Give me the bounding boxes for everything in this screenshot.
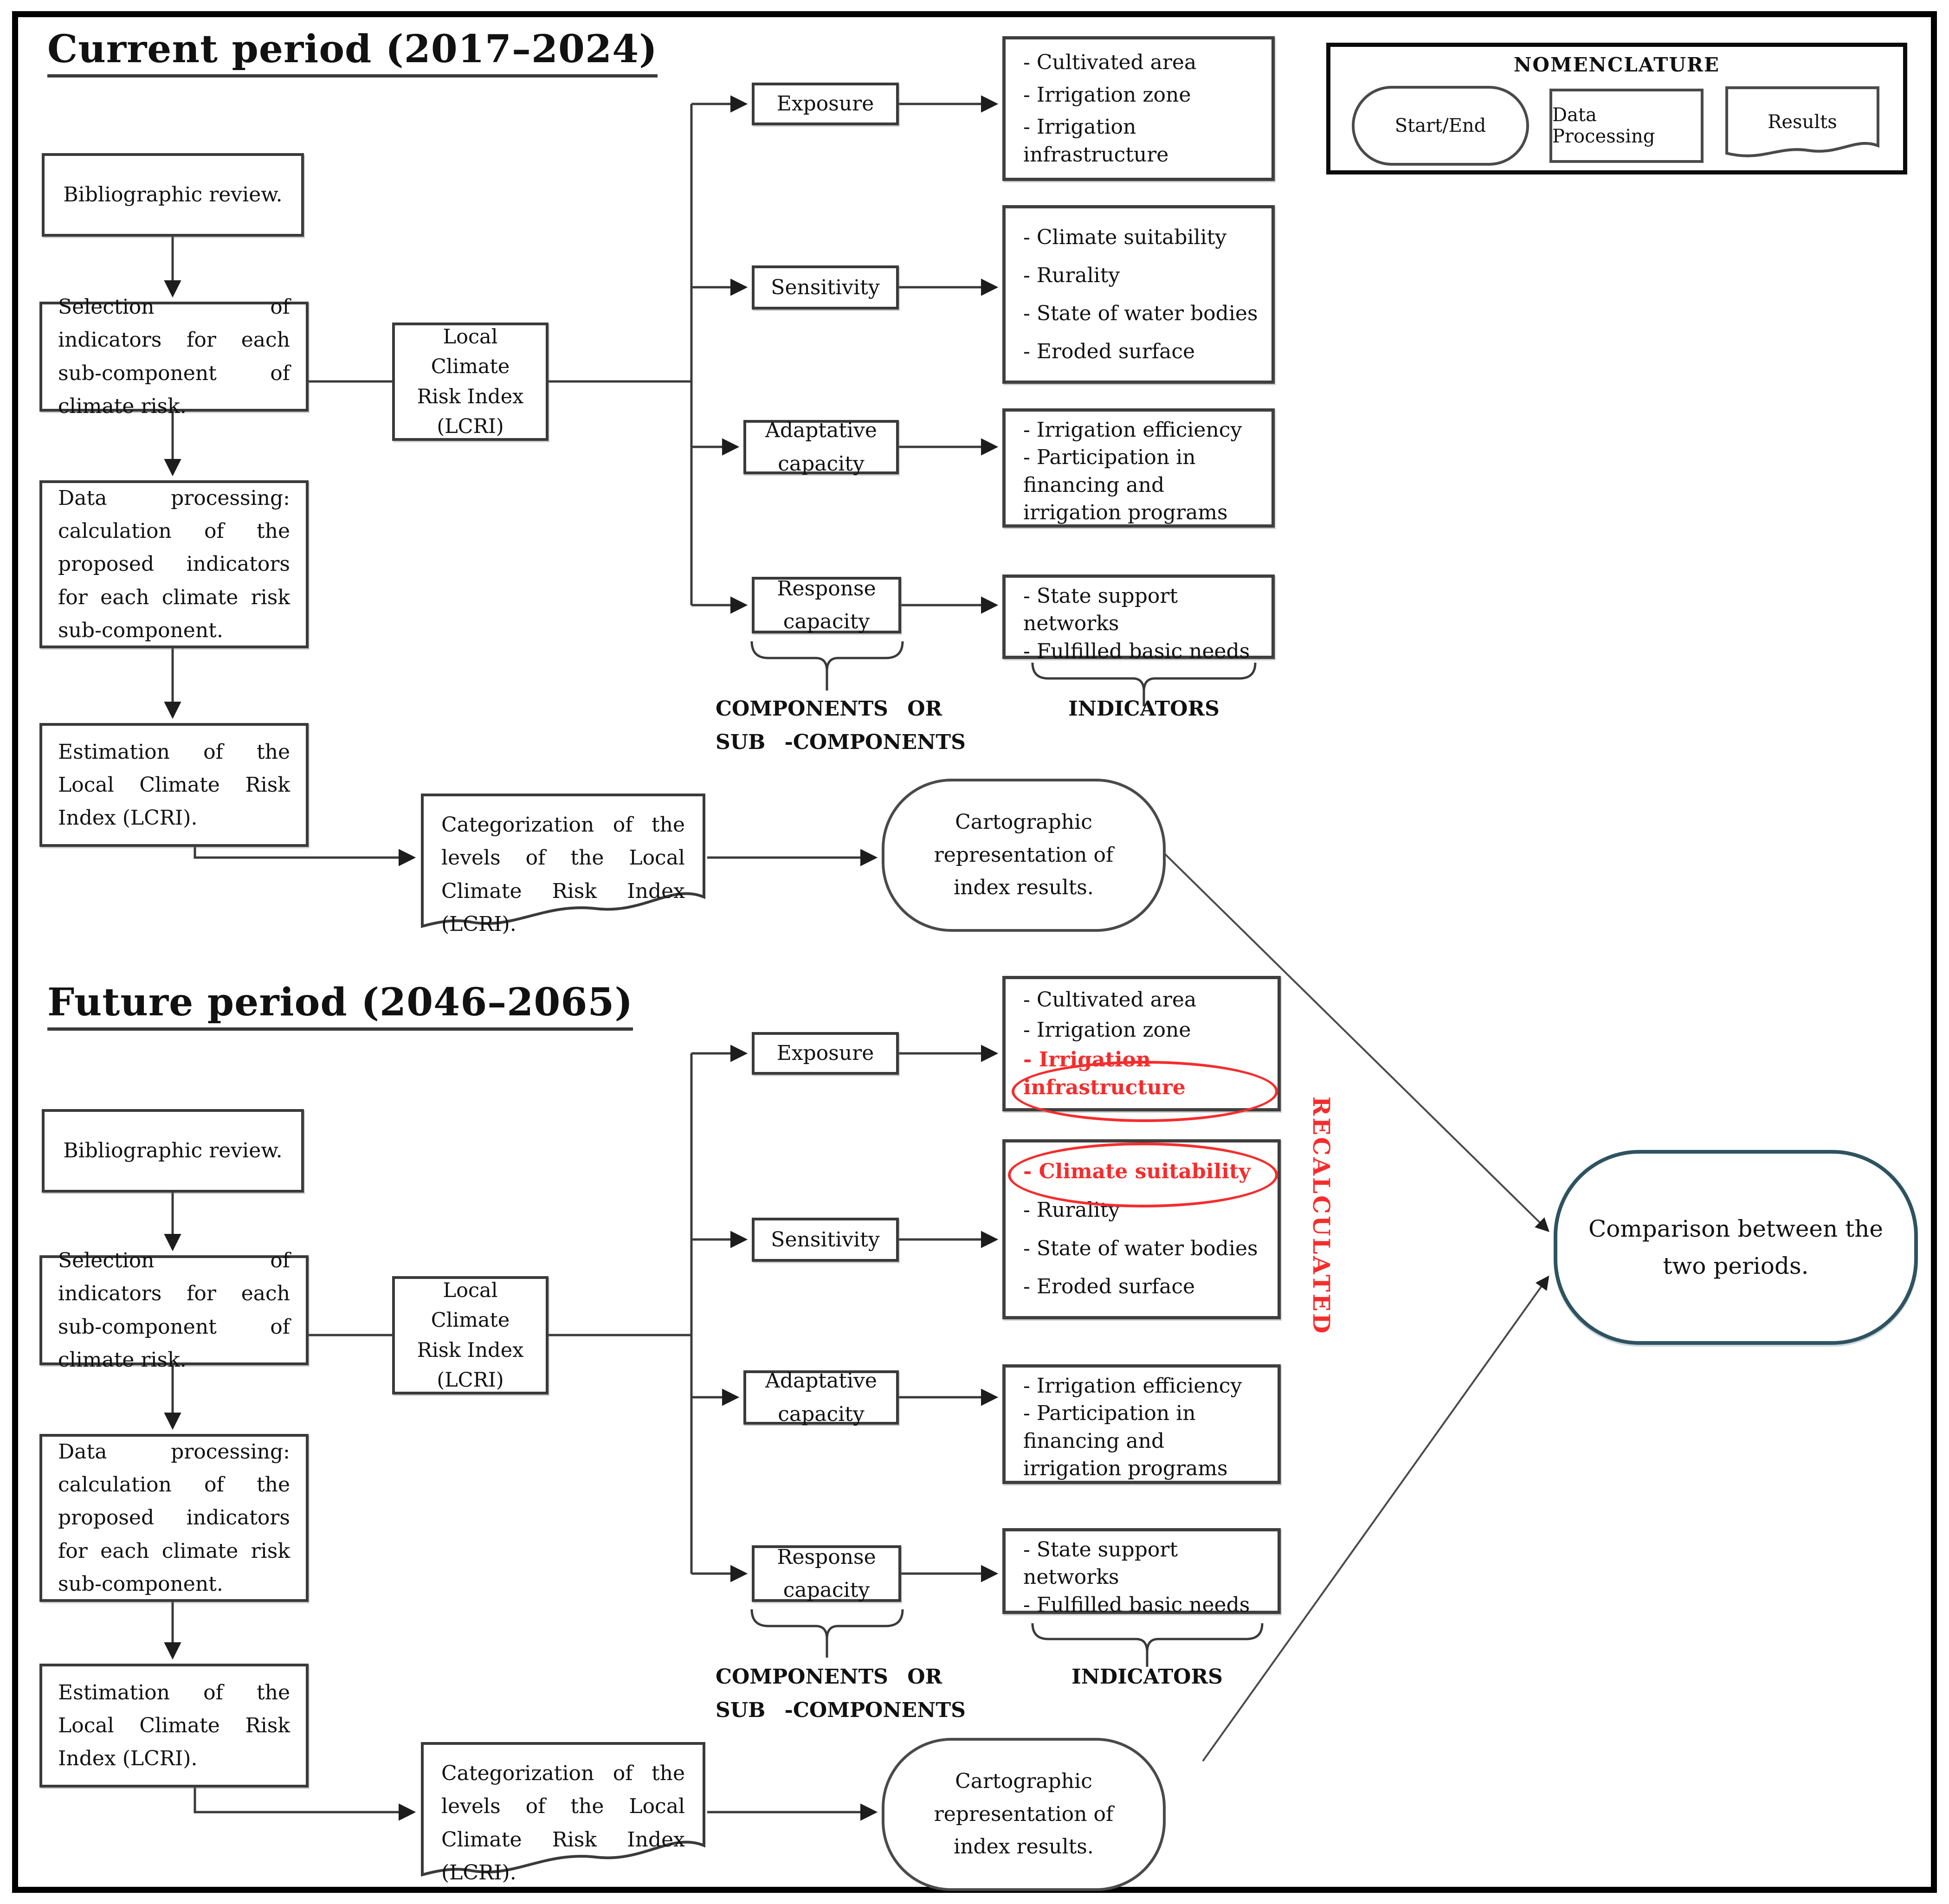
- recalculated-ellipse-climate-suitability: [1008, 1142, 1278, 1207]
- nomenclature-panel: NOMENCLATURE Start/End Data Processing R…: [1326, 43, 1907, 174]
- indicator-item: - Eroded surface: [1023, 1275, 1195, 1299]
- indicator-item: - Cultivated area: [1023, 51, 1197, 75]
- indicator-item: - State of water bodies: [1023, 301, 1258, 325]
- current-estimation-box: Estimation of the Local Climate Risk Ind…: [39, 723, 309, 847]
- current-cartographic-box: Cartographic representation of index res…: [882, 779, 1166, 932]
- indicator-item: - Rurality: [1023, 263, 1120, 287]
- legend-data-processing-shape: Data Processing: [1549, 89, 1704, 163]
- current-adaptative-box: Adaptative capacity: [743, 419, 899, 476]
- indicator-item: - Irrigation zone: [1023, 83, 1191, 107]
- future-adaptative-indicators: - Irrigation efficiency - Participation …: [1002, 1364, 1281, 1484]
- future-bibliographic-box: Bibliographic review.: [42, 1109, 304, 1193]
- indicator-item: - State support networks: [1023, 1538, 1178, 1589]
- future-exposure-box: Exposure: [752, 1032, 899, 1075]
- current-bibliographic-box: Bibliographic review.: [42, 153, 304, 237]
- current-components-label-line1: COMPONENTS OR: [716, 697, 942, 721]
- indicator-item: - Cultivated area: [1023, 988, 1197, 1012]
- indicator-item: - State support networks: [1023, 584, 1178, 636]
- current-lcri-box: Local Climate Risk Index (LCRI): [392, 323, 549, 441]
- indicator-item: - Irrigation efficiency: [1023, 1374, 1242, 1398]
- future-lcri-box: Local Climate Risk Index (LCRI): [392, 1276, 549, 1394]
- current-sensitivity-indicators: - Climate suitability - Rurality - State…: [1002, 205, 1275, 384]
- recalculated-ellipse-irrigation-infrastructure: [1012, 1061, 1278, 1122]
- future-components-label-line2: SUB -COMPONENTS: [716, 1698, 966, 1722]
- legend-start-end-shape: Start/End: [1352, 86, 1529, 166]
- future-cartographic-box: Cartographic representation of index res…: [882, 1738, 1166, 1891]
- indicator-item: - Fulfilled basic needs: [1023, 639, 1250, 663]
- indicator-item: - Participation in financing and irrigat…: [1023, 1401, 1228, 1481]
- future-response-box: Response capacity: [752, 1545, 901, 1602]
- indicator-item: - Irrigation infrastructure: [1023, 115, 1169, 167]
- nomenclature-title: NOMENCLATURE: [1514, 53, 1720, 76]
- indicator-item: - Eroded surface: [1023, 339, 1195, 363]
- current-response-indicators: - State support networks - Fulfilled bas…: [1002, 574, 1275, 663]
- current-components-label-line2: SUB -COMPONENTS: [716, 730, 966, 754]
- future-data-processing-box: Data processing: calculation of the prop…: [39, 1434, 309, 1602]
- future-response-indicators: - State support networks - Fulfilled bas…: [1002, 1528, 1281, 1617]
- current-categorization-doc: Categorization of the levels of the Loca…: [420, 793, 706, 936]
- current-categorization-text: Categorization of the levels of the Loca…: [441, 813, 685, 936]
- current-period-title: Current period (2017–2024): [47, 27, 658, 77]
- current-indicators-label: INDICATORS: [1068, 697, 1220, 721]
- current-sensitivity-box: Sensitivity: [752, 265, 899, 310]
- current-adaptative-indicators: - Irrigation efficiency - Participation …: [1002, 408, 1275, 528]
- current-selection-box: Selection of indicators for each sub-com…: [39, 295, 309, 418]
- outer-frame: [12, 11, 1937, 1893]
- indicator-item: - Fulfilled basic needs: [1023, 1593, 1250, 1617]
- future-components-label-line1: COMPONENTS OR: [716, 1665, 942, 1689]
- future-adaptative-box: Adaptative capacity: [743, 1369, 899, 1426]
- future-indicators-label: INDICATORS: [1071, 1665, 1223, 1689]
- indicator-item: - Irrigation efficiency: [1023, 418, 1242, 442]
- indicator-item: - Climate suitability: [1023, 225, 1227, 249]
- current-exposure-indicators: - Cultivated area - Irrigation zone - Ir…: [1002, 36, 1275, 181]
- legend-results-label: Results: [1768, 111, 1837, 133]
- indicator-item: - State of water bodies: [1023, 1236, 1258, 1260]
- future-selection-box: Selection of indicators for each sub-com…: [39, 1249, 309, 1372]
- current-response-box: Response capacity: [752, 577, 901, 633]
- legend-results-shape: Results: [1725, 86, 1880, 168]
- future-period-title: Future period (2046–2065): [47, 980, 633, 1031]
- future-estimation-box: Estimation of the Local Climate Risk Ind…: [39, 1664, 309, 1788]
- indicator-item: - Irrigation zone: [1023, 1018, 1191, 1042]
- indicator-item: - Participation in financing and irrigat…: [1023, 445, 1228, 525]
- current-data-processing-box: Data processing: calculation of the prop…: [39, 480, 309, 648]
- future-categorization-text: Categorization of the levels of the Loca…: [441, 1762, 685, 1885]
- future-sensitivity-box: Sensitivity: [752, 1218, 899, 1262]
- recalculated-label: RECALCULATED: [1308, 1096, 1336, 1336]
- future-categorization-doc: Categorization of the levels of the Loca…: [420, 1741, 706, 1885]
- comparison-box: Comparison between the two periods.: [1554, 1150, 1918, 1345]
- current-exposure-box: Exposure: [752, 83, 899, 125]
